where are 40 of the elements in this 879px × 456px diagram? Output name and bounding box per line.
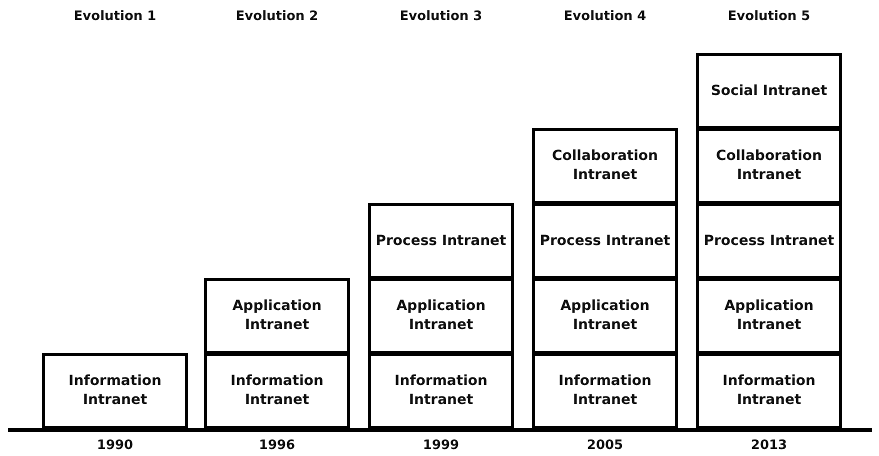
year-label: 1999: [422, 438, 460, 453]
intranet-box: [532, 128, 678, 204]
intranet-box: [532, 203, 678, 279]
intranet-box: [532, 278, 678, 354]
box-label: Collaboration Intranet: [714, 147, 823, 185]
box-label: Process Intranet: [540, 232, 670, 250]
box-label: Application Intranet: [559, 297, 651, 335]
box-label: Process Intranet: [376, 232, 506, 250]
year-label: 1996: [258, 438, 296, 453]
intranet-box: [696, 128, 842, 204]
box-label: Social Intranet: [710, 82, 828, 100]
intranet-box: [368, 203, 514, 279]
box-label: Information Intranet: [558, 372, 652, 410]
box-label: Information Intranet: [68, 372, 162, 410]
intranet-box: [532, 353, 678, 429]
column-heading: Evolution 1: [72, 9, 158, 24]
intranet-box: [696, 278, 842, 354]
column-heading: Evolution 4: [562, 9, 648, 24]
column-heading: Evolution 3: [398, 9, 484, 24]
column-heading: Evolution 2: [234, 9, 320, 24]
box-label: Collaboration Intranet: [550, 147, 659, 185]
column-heading: Evolution 5: [726, 9, 812, 24]
intranet-box: [696, 353, 842, 429]
box-label: Application Intranet: [231, 297, 323, 335]
intranet-box: [368, 278, 514, 354]
box-label: Process Intranet: [704, 232, 834, 250]
intranet-box: [204, 278, 350, 354]
year-label: 1990: [96, 438, 134, 453]
year-label: 2013: [750, 438, 788, 453]
box-label: Application Intranet: [395, 297, 487, 335]
intranet-box: [368, 353, 514, 429]
box-label: Application Intranet: [723, 297, 815, 335]
intranet-box: [42, 353, 188, 429]
box-label: Information Intranet: [722, 372, 816, 410]
intranet-box: [204, 353, 350, 429]
year-label: 2005: [586, 438, 624, 453]
intranet-box: [696, 53, 842, 129]
box-label: Information Intranet: [230, 372, 324, 410]
intranet-box: [696, 203, 842, 279]
box-label: Information Intranet: [394, 372, 488, 410]
